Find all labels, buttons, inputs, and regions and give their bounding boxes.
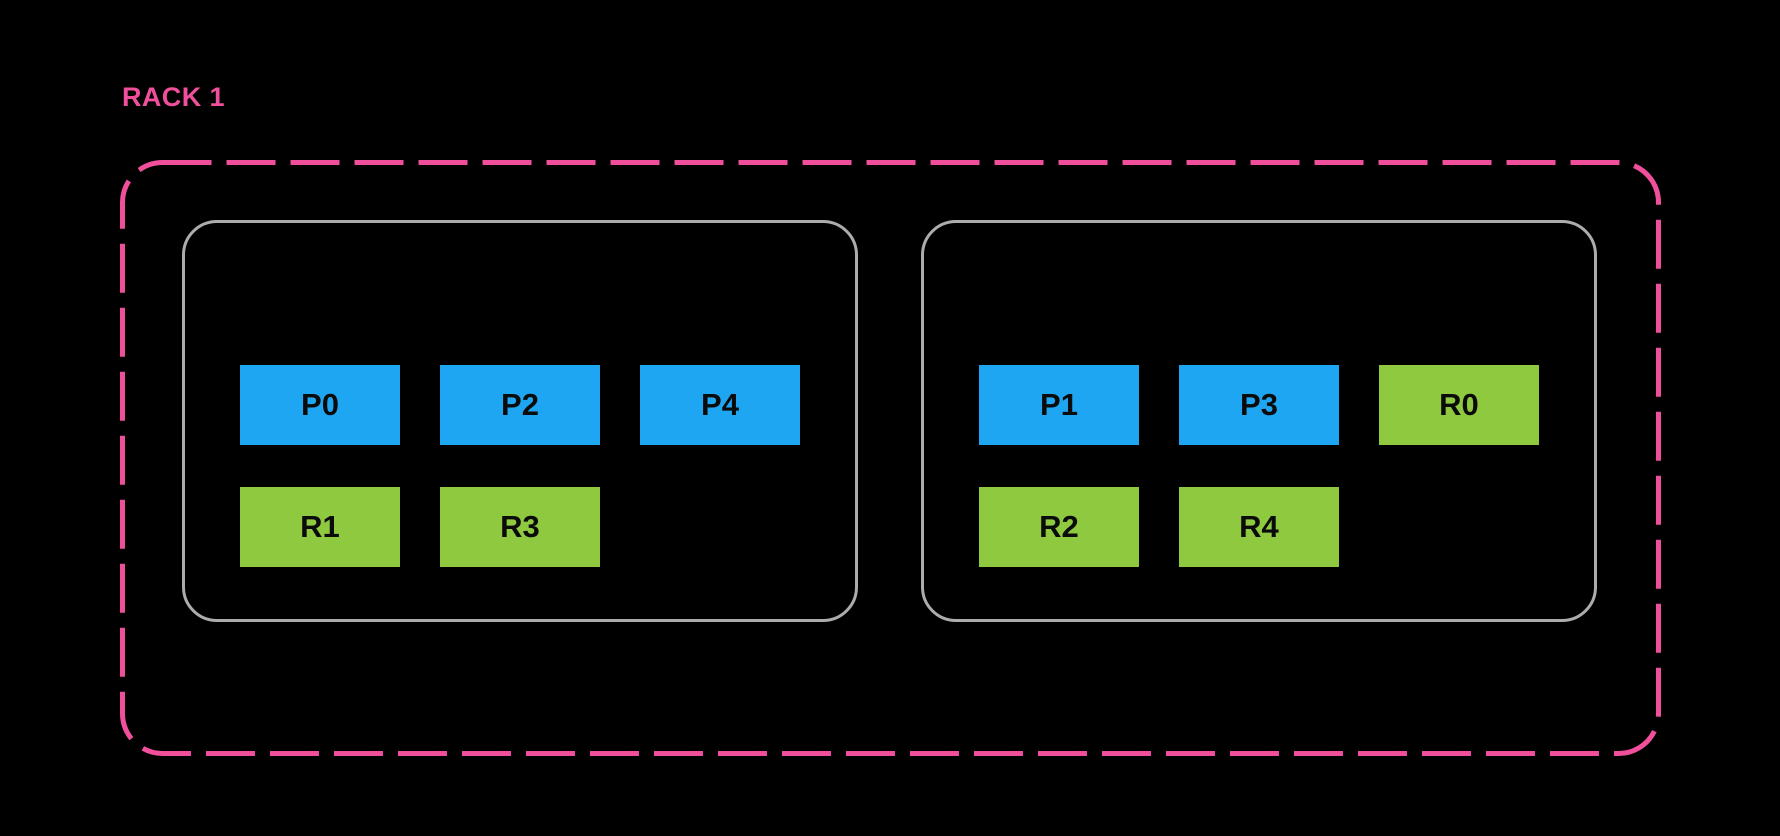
- shard-block-r4: R4: [1179, 487, 1339, 567]
- shard-block-p1: P1: [979, 365, 1139, 445]
- rack-title: RACK 1: [122, 82, 225, 112]
- shard-block-p0: P0: [240, 365, 400, 445]
- shard-block-p4: P4: [640, 365, 800, 445]
- shard-block-r2: R2: [979, 487, 1139, 567]
- shard-block-p3: P3: [1179, 365, 1339, 445]
- rack-dashed-border-rect: [120, 160, 1661, 756]
- rack-dashed-border: [120, 160, 1661, 756]
- shard-block-r1: R1: [240, 487, 400, 567]
- shard-block-r3: R3: [440, 487, 600, 567]
- shard-block-r0: R0: [1379, 365, 1539, 445]
- shard-block-p2: P2: [440, 365, 600, 445]
